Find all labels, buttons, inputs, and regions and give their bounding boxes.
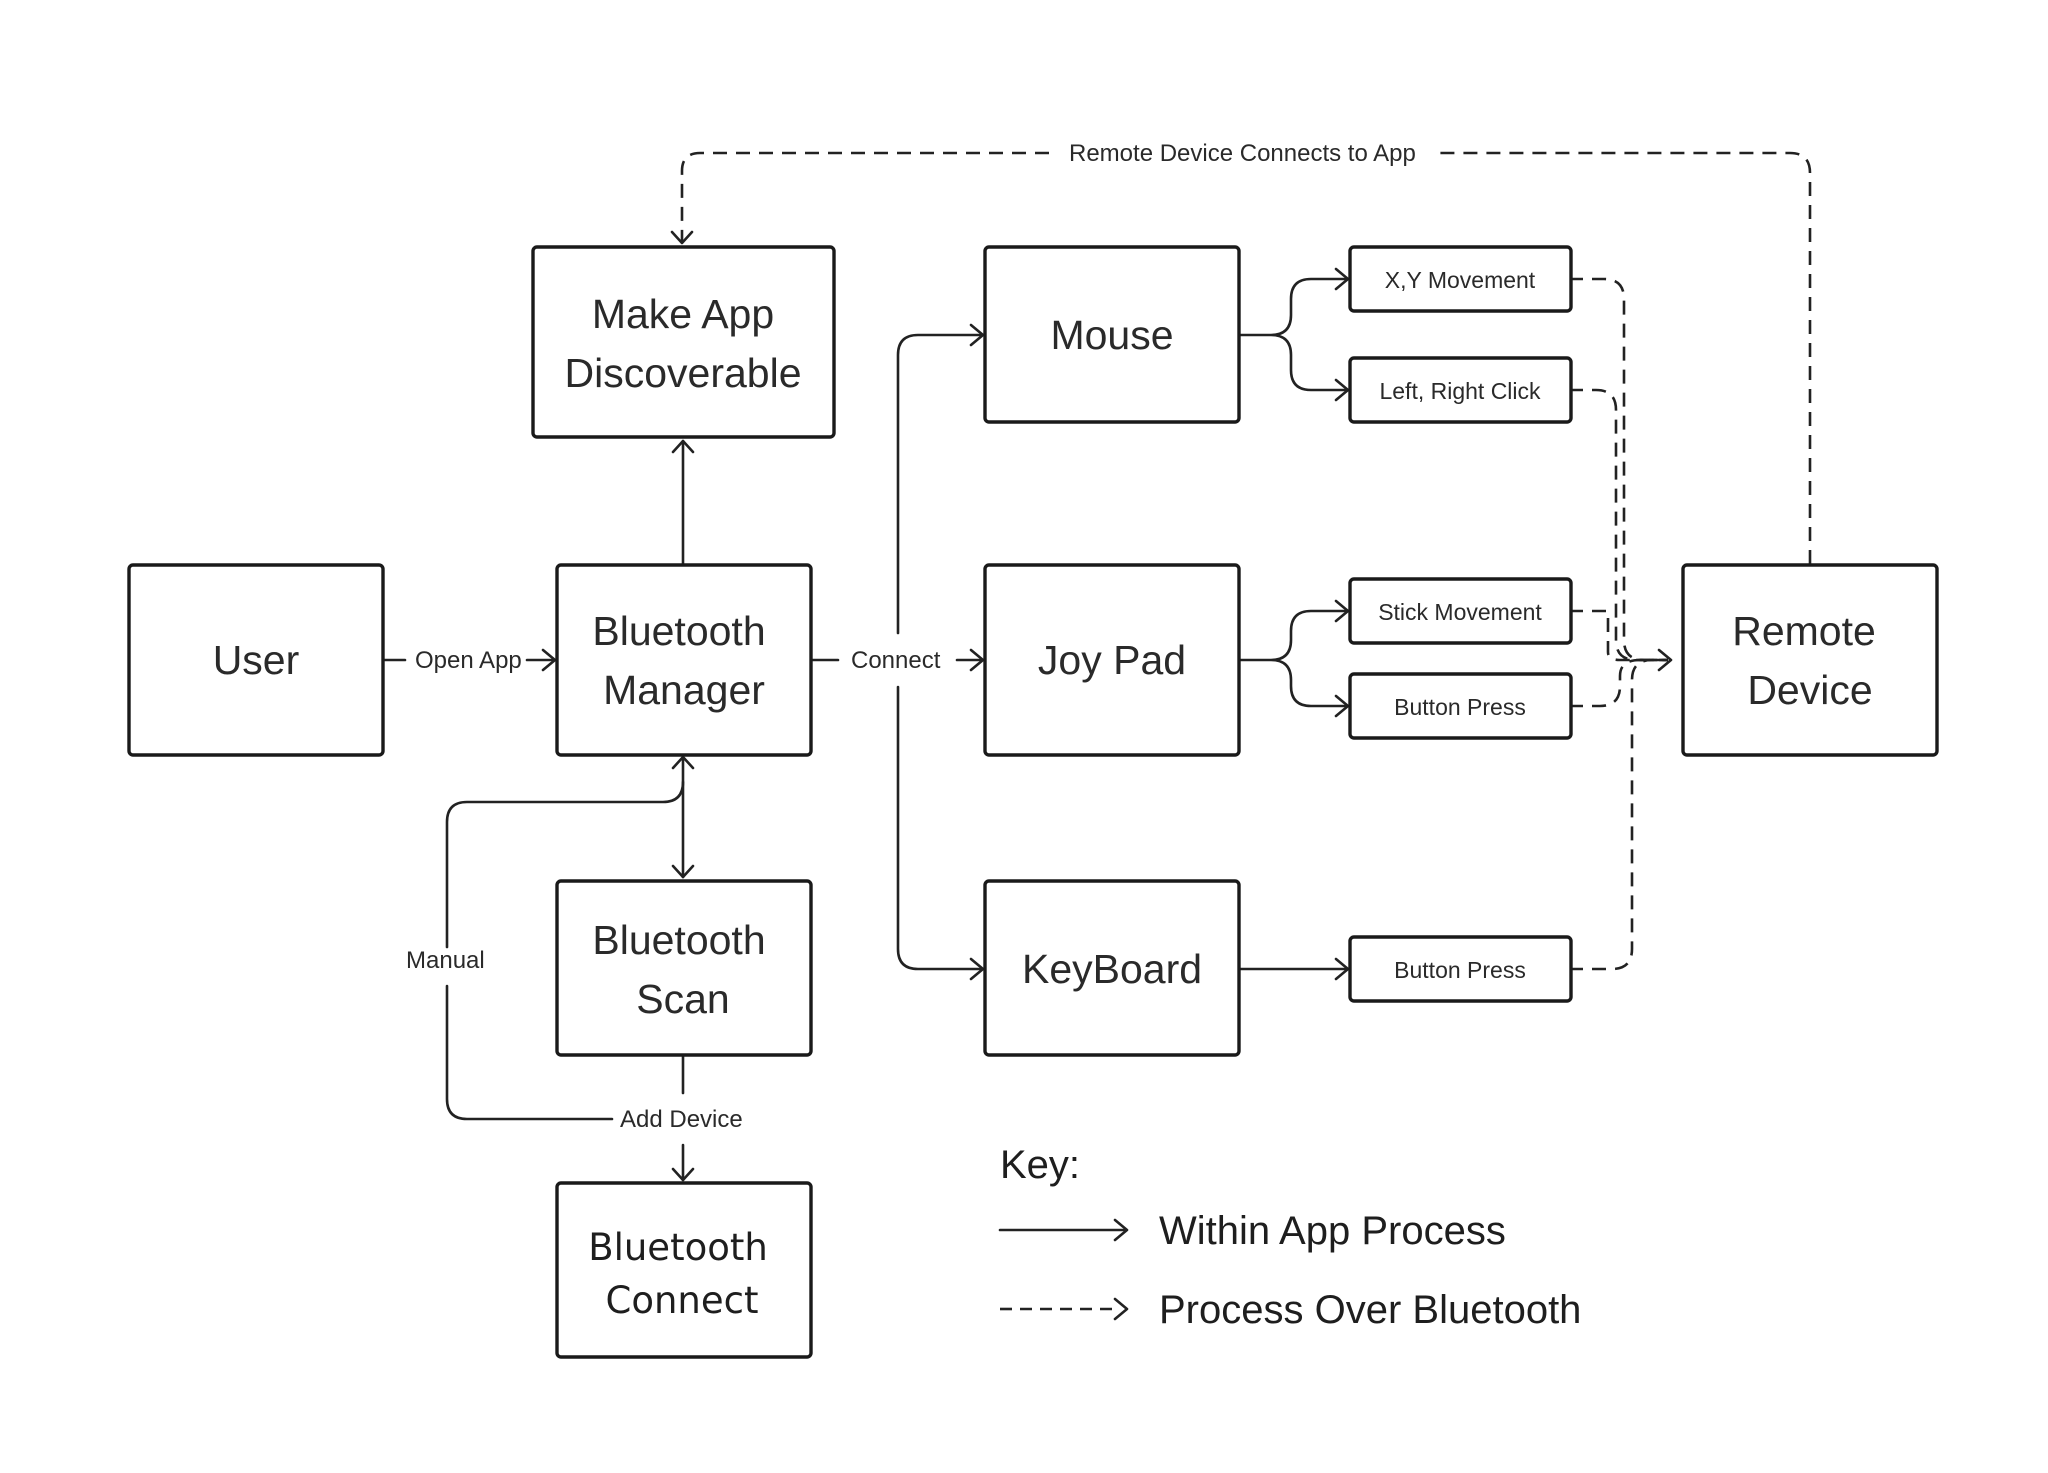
arrowhead-mouse (969, 323, 985, 347)
arrowhead-keyboard (969, 957, 985, 981)
node-user: User (127, 563, 385, 757)
arrowhead-connect (671, 1167, 695, 1182)
legend-dashed-label: Process Over Bluetooth (1159, 1288, 1581, 1332)
node-make-app-line2: Discoverable (565, 350, 802, 396)
node-manager-line2: Manager (603, 667, 765, 713)
node-xy-movement: X,Y Movement (1348, 245, 1573, 313)
legend: Key: Within App Process Process Over Blu… (998, 1143, 1581, 1332)
node-keyboard-button-press: Button Press (1348, 935, 1573, 1003)
node-user-label: User (213, 637, 300, 683)
node-remote-line1: Remote (1732, 608, 1876, 654)
node-bluetooth-scan: Bluetooth Scan (555, 879, 813, 1057)
arrowhead-jp-button (1334, 694, 1350, 718)
node-keyboard-label: KeyBoard (1022, 946, 1202, 992)
node-keyboard: KeyBoard (983, 879, 1241, 1057)
node-scan-line1: Bluetooth (592, 917, 765, 963)
node-stick-movement: Stick Movement (1348, 577, 1573, 645)
node-bluetooth-connect: Bluetooth Connect (555, 1181, 813, 1359)
edge-xy-remote (1569, 277, 1668, 662)
node-mouse: Mouse (983, 245, 1241, 424)
edge-labels: Open App Connect Manual Add Device Remot… (406, 140, 1416, 1133)
node-kb-button-label: Button Press (1394, 957, 1526, 983)
legend-dashed-arrowhead (1113, 1297, 1129, 1321)
arrowhead-joypad (969, 648, 985, 672)
legend-title: Key: (1000, 1143, 1080, 1187)
arrowhead-discoverable (671, 439, 695, 454)
node-joypad-label: Joy Pad (1038, 637, 1186, 683)
edge-joypad-fork (1237, 609, 1349, 708)
label-manual: Manual (406, 947, 485, 974)
legend-solid-label: Within App Process (1159, 1209, 1506, 1253)
node-make-app-line1: Make App (592, 291, 774, 337)
arrowhead-stick (1334, 599, 1350, 623)
node-xy-label: X,Y Movement (1385, 267, 1536, 293)
arrowhead-discoverable-top (670, 230, 694, 245)
edge-click-remote (1569, 388, 1668, 662)
node-connect-line1: Bluetooth (588, 1226, 768, 1269)
arrowhead-remote (1657, 648, 1673, 672)
arrowhead-manager (541, 648, 557, 672)
edge-kbbutton-remote (1569, 658, 1668, 971)
label-open-app: Open App (415, 647, 522, 674)
arrowhead-xy (1334, 267, 1350, 291)
solid-connectors (382, 267, 1350, 1182)
arrowhead-click (1334, 378, 1350, 402)
node-jp-button-label: Button Press (1394, 694, 1526, 720)
node-make-app-discoverable: Make App Discoverable (531, 245, 836, 439)
node-joypad: Joy Pad (983, 563, 1241, 757)
edge-remote-discoverable (680, 151, 1812, 564)
edge-manual-loop (445, 780, 685, 1121)
legend-solid-arrowhead (1113, 1218, 1129, 1242)
arrowhead-scan (671, 864, 695, 879)
node-connect-line2: Connect (606, 1279, 759, 1322)
dashed-connectors (670, 151, 1812, 971)
node-stick-label: Stick Movement (1378, 599, 1542, 625)
node-remote-line2: Device (1747, 667, 1872, 713)
label-add-device: Add Device (620, 1106, 743, 1133)
arrowhead-kb-button (1334, 957, 1350, 981)
edge-bus (896, 333, 984, 971)
edge-mouse-fork (1237, 277, 1349, 392)
node-bluetooth-manager: Bluetooth Manager (555, 563, 813, 757)
edge-stick-remote (1569, 609, 1668, 662)
node-manager-line1: Bluetooth (592, 608, 765, 654)
arrowhead-manager-up (671, 755, 695, 770)
node-joypad-button-press: Button Press (1348, 672, 1573, 740)
node-remote-device: Remote Device (1681, 563, 1939, 757)
node-scan-line2: Scan (636, 976, 729, 1022)
label-remote-connects: Remote Device Connects to App (1069, 140, 1416, 167)
node-mouse-label: Mouse (1050, 312, 1173, 358)
node-click-label: Left, Right Click (1379, 378, 1541, 404)
label-connect: Connect (851, 647, 941, 674)
node-left-right-click: Left, Right Click (1348, 356, 1573, 424)
edge-jpbutton-remote (1569, 658, 1668, 708)
